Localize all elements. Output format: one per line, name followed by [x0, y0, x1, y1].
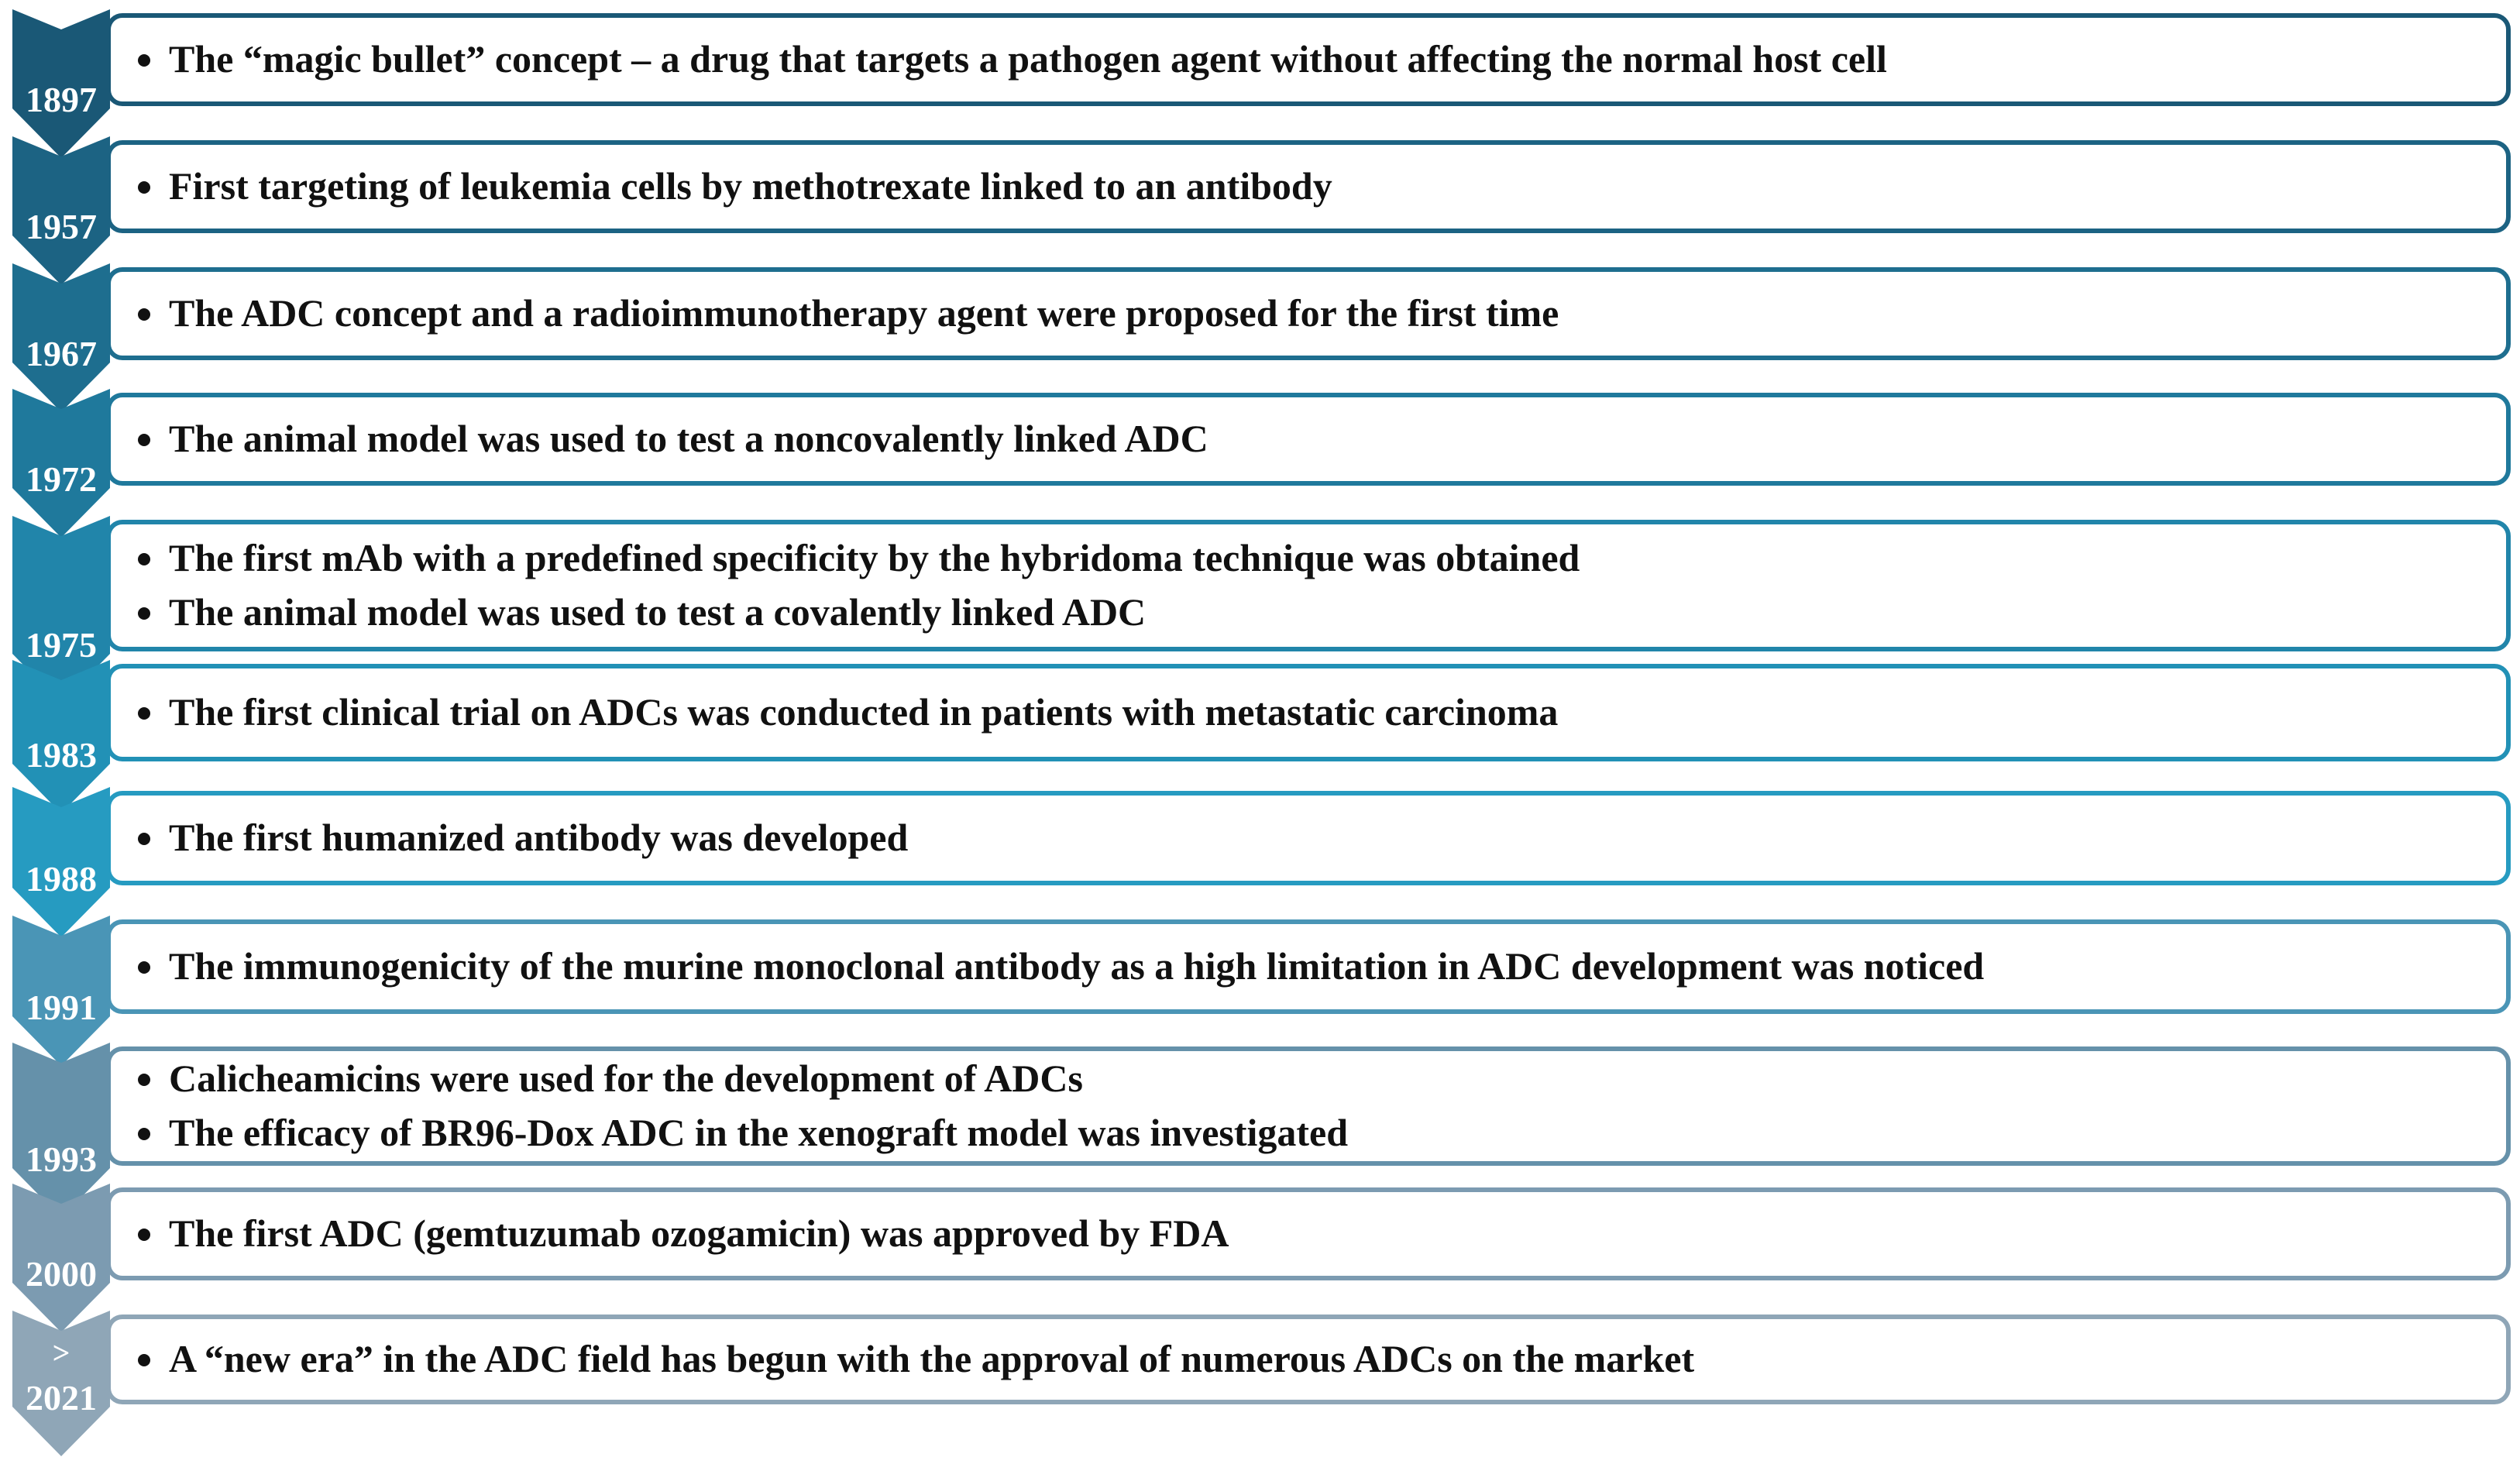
year-label: 1991 [26, 988, 97, 1027]
year-label: 1983 [26, 735, 97, 775]
timeline-row: 1993 Calicheamicins were used for the dev… [12, 1043, 2511, 1218]
bullet-icon [138, 54, 150, 67]
timeline-row: 1991 The immunogenicity of the murine mon… [12, 916, 2511, 1066]
year-label: 2021 [26, 1378, 97, 1418]
timeline-row: 1897 The “magic bullet” concept – a drug … [12, 9, 2511, 158]
event-description: The first humanized antibody was develop… [169, 816, 908, 859]
year-chevron [12, 1043, 110, 1218]
year-chevron [12, 1184, 110, 1332]
timeline-row: 1983 The first clinical trial on ADCs was… [12, 660, 2511, 813]
year-chevron [12, 136, 110, 285]
event-description: The first ADC (gemtuzumab ozogamicin) wa… [169, 1211, 1229, 1255]
bullet-icon [138, 961, 150, 974]
year-label: 1957 [26, 207, 97, 246]
year-label: 1988 [26, 859, 97, 899]
timeline-row: 1967 The ADC concept and a radioimmunothe… [12, 263, 2511, 412]
event-description: The efficacy of BR96-Dox ADC in the xeno… [169, 1111, 1348, 1154]
event-description: Calicheamicins were used for the develop… [169, 1057, 1083, 1100]
bullet-icon [138, 1354, 150, 1366]
year-label: 1972 [26, 459, 97, 499]
bullet-icon [138, 434, 150, 446]
event-description: The ADC concept and a radioimmunotherapy… [169, 291, 1559, 335]
year-chevron [12, 1311, 110, 1456]
event-description: The immunogenicity of the murine monoclo… [169, 944, 1984, 988]
year-chevron [12, 389, 110, 538]
year-chevron [12, 660, 110, 813]
year-chevron [12, 516, 110, 703]
year-label: 1967 [26, 334, 97, 373]
year-chevron [12, 787, 110, 937]
bullet-icon [138, 553, 150, 565]
year-chevron [12, 9, 110, 158]
year-label: 2000 [26, 1254, 97, 1294]
year-chevron [12, 263, 110, 412]
year-label: 1897 [26, 80, 97, 119]
event-description: The “magic bullet” concept – a drug that… [169, 37, 1887, 81]
event-description: The first clinical trial on ADCs was con… [169, 690, 1558, 734]
year-label: 1975 [26, 625, 97, 665]
timeline-row: 1975 The first mAb with a predefined spec… [12, 516, 2511, 703]
bullet-icon [138, 1128, 150, 1140]
timeline-row: 1972 The animal model was used to test a … [12, 389, 2511, 538]
bullet-icon [138, 1074, 150, 1086]
event-description: The animal model was used to test a nonc… [169, 417, 1208, 460]
bullet-icon [138, 308, 150, 321]
year-chevron [12, 916, 110, 1066]
year-label: 1993 [26, 1139, 97, 1179]
event-description: First targeting of leukemia cells by met… [169, 164, 1332, 208]
bullet-icon [138, 1229, 150, 1241]
year-prefix: > [53, 1335, 70, 1370]
bullet-icon [138, 181, 150, 194]
bullet-icon [138, 833, 150, 845]
event-description: The first mAb with a predefined specific… [169, 536, 1580, 579]
timeline-row: 1988 The first humanized antibody was dev… [12, 787, 2511, 937]
timeline-row: 2000 The first ADC (gemtuzumab ozogamicin… [12, 1184, 2511, 1332]
event-description: A “new era” in the ADC field has begun w… [169, 1337, 1694, 1380]
bullet-icon [138, 607, 150, 620]
timeline-row: >2021 A “new era” in the ADC field has be… [12, 1311, 2511, 1456]
event-description: The animal model was used to test a cova… [169, 590, 1146, 634]
bullet-icon [138, 707, 150, 720]
timeline-row: 1957 First targeting of leukemia cells by… [12, 136, 2511, 285]
